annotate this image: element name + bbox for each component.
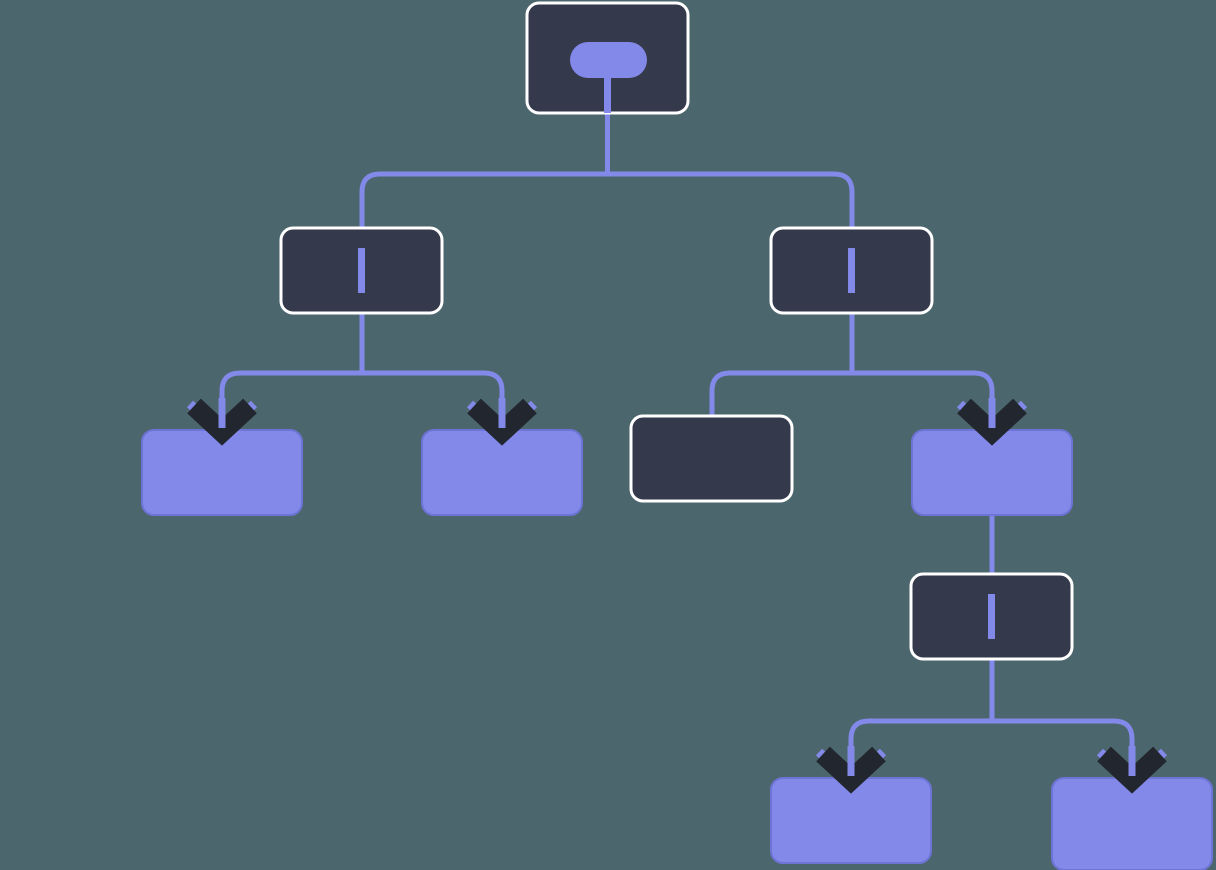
edge-tip — [847, 746, 855, 776]
edge-left-to-leaf-a[interactable] — [219, 370, 362, 430]
arrow-layer — [186, 398, 1168, 794]
arrow-into-leaf-d — [815, 746, 887, 794]
chevron-arrow-icon — [187, 398, 257, 446]
pass-through-bar — [988, 594, 995, 639]
pill-stem — [604, 60, 611, 113]
chevron-arrow-icon — [816, 746, 886, 794]
chevron-arrow-icon — [467, 398, 537, 446]
level1-right-node[interactable] — [769, 226, 934, 315]
edge-root-to-right[interactable] — [607, 171, 855, 228]
edge-level3-to-leaf-b[interactable] — [992, 718, 1135, 778]
root-node[interactable] — [525, 1, 690, 115]
edge-right-to-leaf-c[interactable] — [852, 370, 995, 430]
edge-tip — [988, 398, 996, 428]
edge-left-to-leaf-b[interactable] — [362, 370, 505, 430]
edge-right-to-dark[interactable] — [709, 370, 852, 416]
chevron-arrow-icon — [1097, 746, 1167, 794]
edge-tip — [1128, 746, 1136, 776]
chevron-arrow-icon — [957, 398, 1027, 446]
arrow-into-leaf-e — [1096, 746, 1168, 794]
edge-level3-to-leaf-a[interactable] — [848, 718, 992, 778]
edge-tip — [498, 398, 506, 428]
arrow-into-leaf-c — [956, 398, 1028, 446]
pass-through-bar — [358, 248, 365, 293]
node-layer — [141, 1, 1213, 870]
arrow-into-leaf-b — [466, 398, 538, 446]
edge-root-to-left[interactable] — [359, 171, 608, 228]
level1-left-node[interactable] — [279, 226, 444, 315]
level3-container-node[interactable] — [909, 572, 1074, 661]
edge-tip — [218, 398, 226, 428]
pill-marker — [570, 42, 647, 78]
pass-through-bar — [848, 248, 855, 293]
level2-dark-node[interactable] — [629, 414, 794, 503]
node-body[interactable] — [629, 414, 794, 503]
arrow-into-leaf-a — [186, 398, 258, 446]
edge-layer — [219, 113, 1135, 778]
